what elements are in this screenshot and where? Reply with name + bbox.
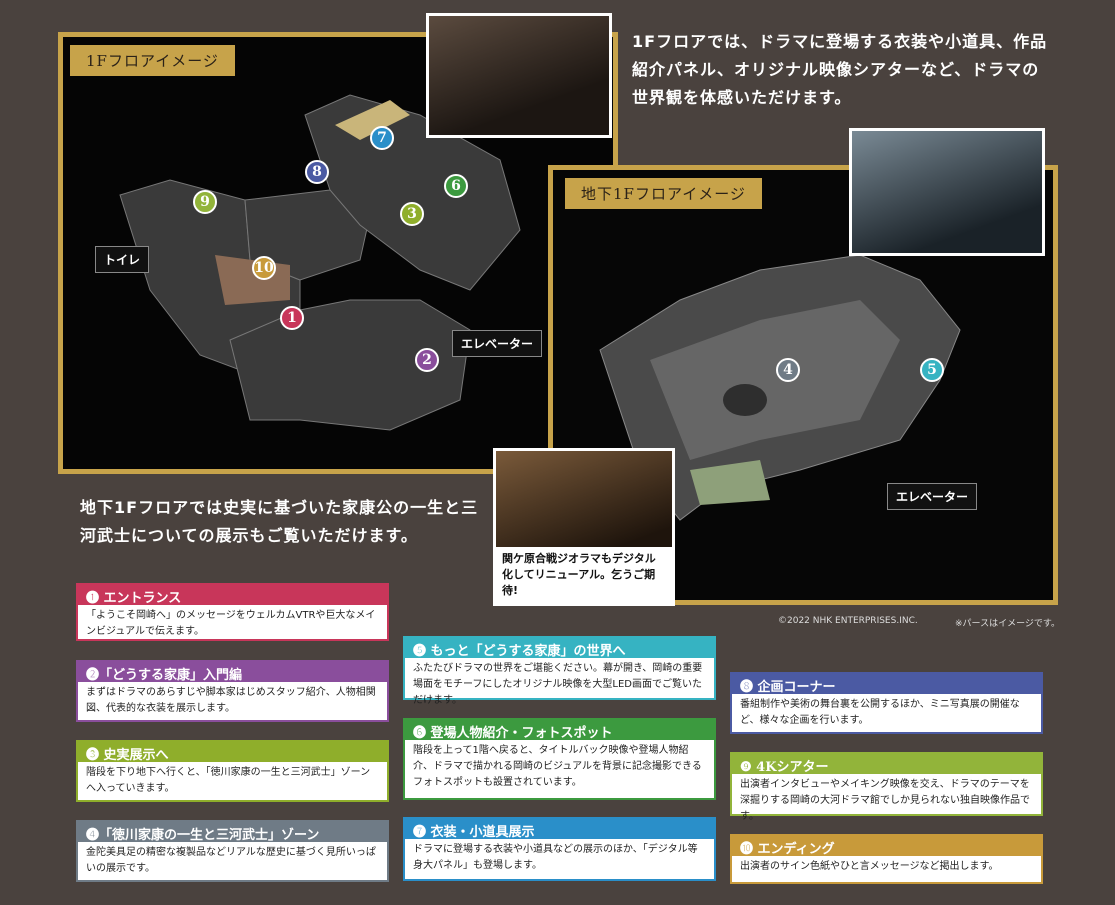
toilet-label: トイレ bbox=[95, 246, 150, 273]
zone-card-5-desc: ふたたびドラマの世界をご堪能ください。幕が開き、岡崎の重要場面をモチーフにしたオ… bbox=[413, 663, 703, 706]
zone-marker-7: 7 bbox=[370, 126, 394, 150]
elevator-b1-label: エレベーター bbox=[887, 483, 978, 510]
zone-marker-9: 9 bbox=[193, 190, 217, 214]
elevator-1f-label: エレベーター bbox=[452, 330, 543, 357]
image-note: ※パースはイメージです。 bbox=[955, 619, 1061, 629]
zone-card-3-title: ❸ 史実展示へ bbox=[78, 742, 387, 762]
diorama-photo: 関ケ原合戦ジオラマもデジタル化してリニューアル。乞うご期待! bbox=[493, 448, 675, 606]
zone-card-10-title: ❿ エンディング bbox=[732, 836, 1041, 856]
zone-card-8-title: ❽ 企画コーナー bbox=[732, 674, 1041, 694]
zone-card-8-desc: 番組制作や美術の舞台裏を公開するほか、ミニ写真展の開催など、様々な企画を行います… bbox=[740, 699, 1020, 726]
zone-card-1: ❶ エントランス 「ようこそ岡崎へ」のメッセージをウェルカムVTRや巨大なメイン… bbox=[76, 583, 389, 641]
zone-card-5: ❺ もっと「どうする家康」の世界へ ふたたびドラマの世界をご堪能ください。幕が開… bbox=[403, 636, 716, 706]
zone-card-2: ❷「どうする家康」入門編 まずはドラマのあらすじや脚本家はじめスタッフ紹介、人物… bbox=[76, 660, 389, 722]
zone-card-1-desc: 「ようこそ岡崎へ」のメッセージをウェルカムVTRや巨大なメインビジュアルで伝えま… bbox=[86, 610, 376, 637]
zone-marker-4: 4 bbox=[776, 358, 800, 382]
floor-1f-label: 1Fフロアイメージ bbox=[70, 45, 235, 76]
zone-card-9-desc: 出演者インタビューやメイキング映像を交え、ドラマのテーマを深掘りする岡崎の大河ド… bbox=[740, 779, 1030, 822]
diorama-caption: 関ケ原合戦ジオラマもデジタル化してリニューアル。乞うご期待! bbox=[496, 547, 672, 603]
zone-card-9: ❾ 4Kシアター 出演者インタビューやメイキング映像を交え、ドラマのテーマを深掘… bbox=[730, 752, 1043, 822]
zone-card-6-desc: 階段を上って1階へ戻ると、タイトルバック映像や登場人物紹介、ドラマで描かれる岡崎… bbox=[413, 745, 702, 788]
zone-marker-10: 10 bbox=[252, 256, 276, 280]
zone-card-4: ❹「徳川家康の一生と三河武士」ゾーン 金陀美具足の精密な複製品などリアルな歴史に… bbox=[76, 820, 389, 882]
zone-card-9-title: ❾ 4Kシアター bbox=[732, 754, 1041, 774]
zone-card-4-desc: 金陀美具足の精密な複製品などリアルな歴史に基づく見所いっぱいの展示です。 bbox=[86, 847, 376, 874]
zone-card-3-desc: 階段を下り地下へ行くと、「徳川家康の一生と三河武士」ゾーンへ入っていきます。 bbox=[86, 767, 371, 794]
zone-card-2-title: ❷「どうする家康」入門編 bbox=[78, 662, 387, 682]
costume-exhibit-photo bbox=[426, 13, 612, 138]
zone-card-6-title: ❻ 登場人物紹介・フォトスポット bbox=[405, 720, 714, 740]
copyright-text: ©2022 NHK ENTERPRISES.INC. bbox=[778, 616, 918, 626]
zone-card-3: ❸ 史実展示へ 階段を下り地下へ行くと、「徳川家康の一生と三河武士」ゾーンへ入っ… bbox=[76, 740, 389, 802]
zone-card-10-desc: 出演者のサイン色紙やひと言メッセージなど掲出します。 bbox=[740, 861, 999, 872]
zone-card-7-title: ❼ 衣装・小道具展示 bbox=[405, 819, 714, 839]
zone-card-7-desc: ドラマに登場する衣装や小道具などの展示のほか、「デジタル等身大パネル」も登場しま… bbox=[413, 844, 698, 871]
intro-1f-text: 1Fフロアでは、ドラマに登場する衣装や小道具、作品紹介パネル、オリジナル映像シア… bbox=[632, 32, 1048, 107]
zone-marker-6: 6 bbox=[444, 174, 468, 198]
zone-card-7: ❼ 衣装・小道具展示 ドラマに登場する衣装や小道具などの展示のほか、「デジタル等… bbox=[403, 817, 716, 881]
zone-marker-1: 1 bbox=[280, 306, 304, 330]
zone-card-2-desc: まずはドラマのあらすじや脚本家はじめスタッフ紹介、人物相関図、代表的な衣装を展示… bbox=[86, 687, 376, 714]
zone-marker-3: 3 bbox=[400, 202, 424, 226]
intro-b1-text: 地下1Fフロアでは史実に基づいた家康公の一生と三河武士についての展示もご覧いただ… bbox=[80, 498, 479, 545]
zone-marker-8: 8 bbox=[305, 160, 329, 184]
zone-marker-5: 5 bbox=[920, 358, 944, 382]
zone-card-4-title: ❹「徳川家康の一生と三河武士」ゾーン bbox=[78, 822, 387, 842]
zone-card-1-title: ❶ エントランス bbox=[78, 585, 387, 605]
zone-card-6: ❻ 登場人物紹介・フォトスポット 階段を上って1階へ戻ると、タイトルバック映像や… bbox=[403, 718, 716, 800]
zone-marker-2: 2 bbox=[415, 348, 439, 372]
floor-b1-label: 地下1Fフロアイメージ bbox=[565, 178, 762, 209]
zone-card-5-title: ❺ もっと「どうする家康」の世界へ bbox=[405, 638, 714, 658]
zone-card-8: ❽ 企画コーナー 番組制作や美術の舞台裏を公開するほか、ミニ写真展の開催など、様… bbox=[730, 672, 1043, 734]
led-theater-photo bbox=[849, 128, 1045, 256]
zone-card-10: ❿ エンディング 出演者のサイン色紙やひと言メッセージなど掲出します。 bbox=[730, 834, 1043, 884]
